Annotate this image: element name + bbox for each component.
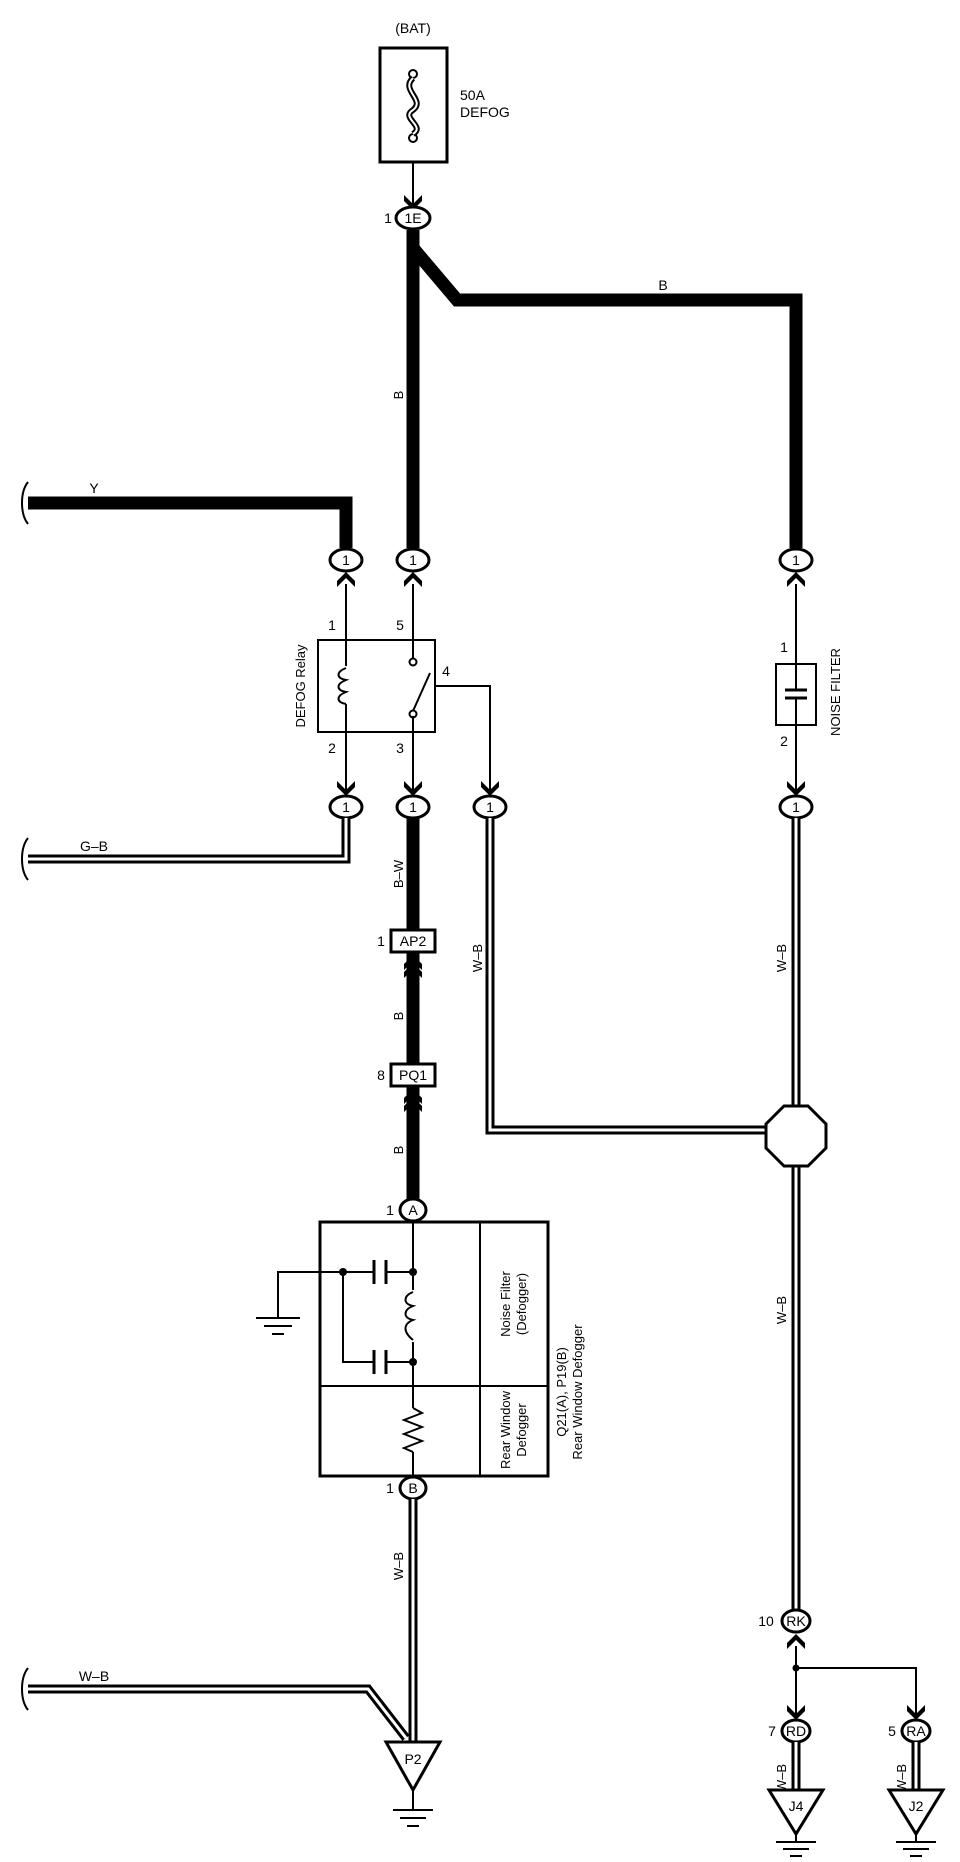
connector-ap2-pin: 1 <box>377 933 385 949</box>
connector-rk <box>780 1608 812 1634</box>
connector-1e <box>394 205 432 231</box>
svg-text:1: 1 <box>792 552 800 568</box>
connector-ap2-code: AP2 <box>400 933 427 949</box>
relay-switch-icon <box>408 640 491 794</box>
heater-resistor-icon <box>401 1407 425 1453</box>
svg-text:1: 1 <box>486 799 494 815</box>
wire-label-w-b-rd: W–B <box>774 1764 789 1792</box>
connector-rd-pin: 7 <box>768 1723 776 1739</box>
svg-text:1: 1 <box>342 552 350 568</box>
connector-a-pin: 1 <box>386 1202 394 1218</box>
defogger-ref-code: Q21(A), P19(B) <box>554 1347 569 1437</box>
ground-j2 <box>886 1788 946 1837</box>
capacitor-icon <box>785 664 807 725</box>
relay-pin-2: 2 <box>328 740 336 756</box>
noise-filter-pin-2: 2 <box>780 733 788 749</box>
wire-g-b <box>28 818 351 864</box>
wire-label-w-b-defogger: W–B <box>391 1552 406 1580</box>
ground-j2-icon <box>896 1834 936 1857</box>
wire-label-w-b-relay: W–B <box>470 944 485 972</box>
wire-label-b-w: B–W <box>391 859 406 888</box>
wire-y-break <box>21 481 29 525</box>
wire-label-w-b-filter: W–B <box>774 944 789 972</box>
connector-rk-code: RK <box>786 1613 806 1629</box>
ground-j2-label: J2 <box>909 1798 924 1814</box>
connector-1e-pin: 1 <box>384 210 392 226</box>
defogger-label-2: Defogger <box>514 1403 529 1457</box>
svg-text:1: 1 <box>409 552 417 568</box>
wire-w-b-left <box>28 1684 410 1741</box>
connector-row-lower: 1 1 1 1 <box>328 794 814 820</box>
defogger-assembly <box>318 1220 550 1478</box>
connector-a-code: A <box>408 1202 418 1218</box>
battery-label: (BAT) <box>395 20 431 36</box>
relay-name: DEFOG Relay <box>293 644 308 728</box>
wire-y <box>28 496 353 548</box>
wire-label-w-b-ra: W–B <box>894 1764 909 1792</box>
connector-b-pin: 1 <box>386 1480 394 1496</box>
defogger-label-1: Rear Window <box>498 1390 513 1469</box>
ground-p2-label: P2 <box>404 1751 421 1767</box>
junction-connector <box>764 1104 828 1168</box>
fuse-icon <box>406 69 420 143</box>
connector-ra-pin: 5 <box>888 1723 896 1739</box>
relay-pin-4: 4 <box>442 663 450 679</box>
ground-j4 <box>766 1788 826 1837</box>
svg-text:1: 1 <box>792 799 800 815</box>
wire-label-y: Y <box>89 480 99 496</box>
defogger-ground-icon <box>256 1271 343 1335</box>
wire-label-w-b-left: W–B <box>79 1668 109 1684</box>
wire-label-w-b-lower: W–B <box>774 1296 789 1324</box>
ground-j4-label: J4 <box>789 1798 804 1814</box>
fuse-name: DEFOG <box>460 104 510 120</box>
fuse-rating: 50A <box>460 87 486 103</box>
relay-pin-5: 5 <box>396 617 404 633</box>
wire-rk-branch <box>796 1667 917 1720</box>
defogger-ref-name: Rear Window Defogger <box>570 1324 585 1460</box>
wire-label-b-ap2: B <box>391 1012 406 1021</box>
wire-b-filter-feed <box>408 243 803 548</box>
ground-j4-icon <box>776 1834 816 1857</box>
relay-pin-3: 3 <box>396 740 404 756</box>
ground-p2 <box>383 1740 443 1794</box>
noise-filter-name: NOISE FILTER <box>828 648 843 736</box>
connector-row-upper: 1 1 1 <box>328 547 814 573</box>
connector-b-code: B <box>408 1480 417 1496</box>
connector-pq1-pin: 8 <box>377 1067 385 1083</box>
svg-text:1: 1 <box>409 799 417 815</box>
wire-label-b-vertical: B <box>391 391 406 400</box>
connector-1e-code: 1E <box>404 210 421 226</box>
connector-rd-code: RD <box>786 1723 806 1739</box>
wire-label-g-b: G–B <box>80 838 108 854</box>
wire-w-b-relay <box>485 818 776 1135</box>
wire-label-b-pq1: B <box>391 1146 406 1155</box>
svg-text:1: 1 <box>342 799 350 815</box>
defogger-noise-filter-label-2: (Defogger) <box>514 1273 529 1335</box>
wire-label-b-top: B <box>658 277 667 293</box>
relay-coil-icon <box>337 667 350 705</box>
noise-filter-pin-1: 1 <box>780 639 788 655</box>
connector-pq1-code: PQ1 <box>399 1067 427 1083</box>
ground-p2-icon <box>393 1790 433 1827</box>
connector-rk-pin: 10 <box>758 1613 774 1629</box>
connector-ra-code: RA <box>906 1723 926 1739</box>
defogger-noise-filter-label-1: Noise Filter <box>498 1270 513 1336</box>
relay-pin-1: 1 <box>328 617 336 633</box>
